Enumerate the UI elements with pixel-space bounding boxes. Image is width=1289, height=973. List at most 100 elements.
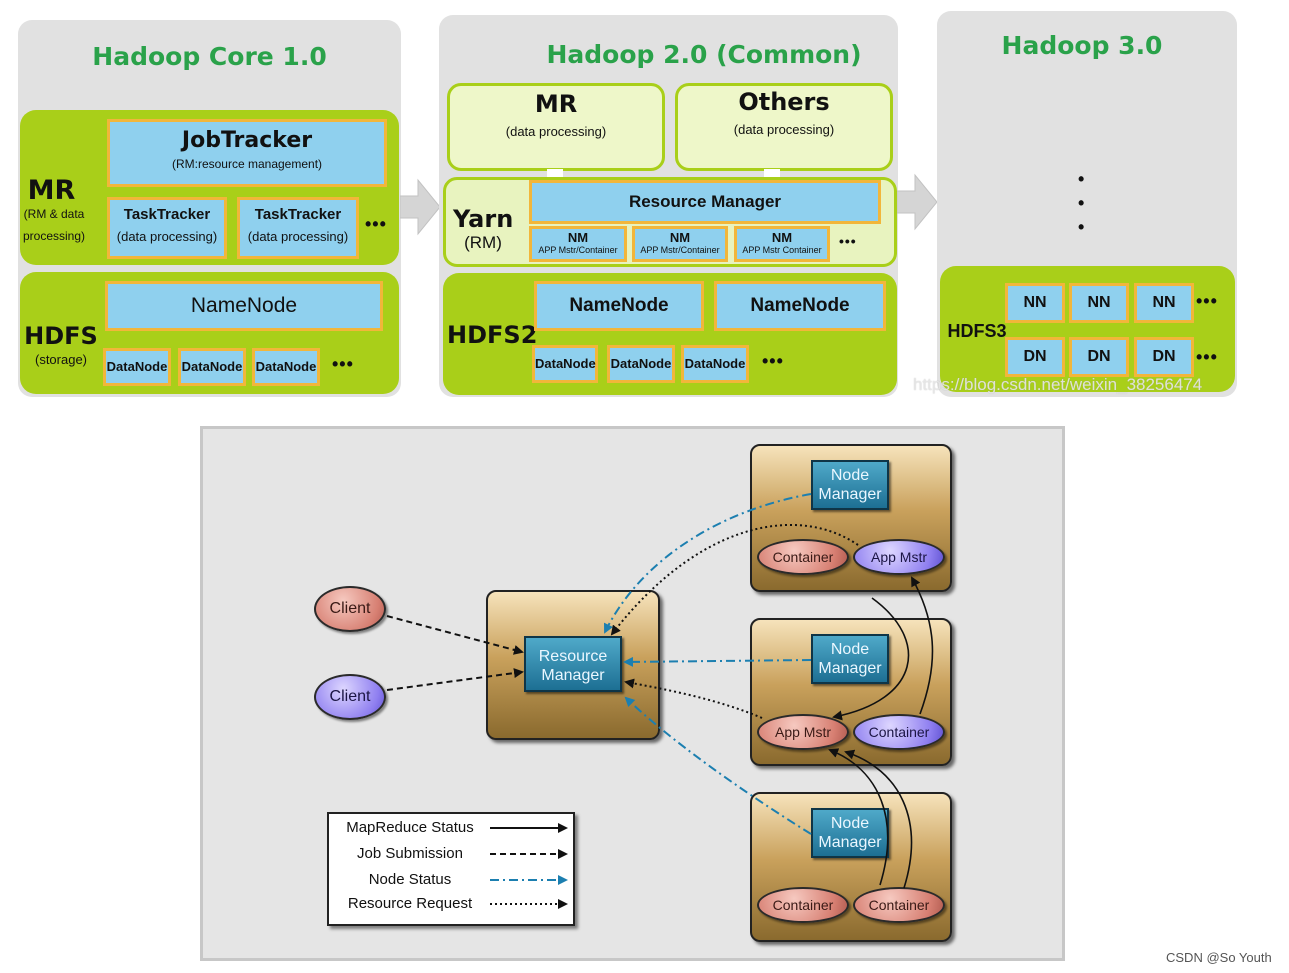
vertical-dot-3: • bbox=[1078, 217, 1086, 237]
namenode-label: NameNode bbox=[190, 294, 298, 317]
hadoop2-mr-box: MR (data processing) bbox=[447, 83, 665, 171]
job-submission-arrow bbox=[386, 668, 524, 691]
datanode-label: DataNode bbox=[610, 356, 672, 371]
app-master-label: App Mstr bbox=[774, 724, 831, 740]
resource-request-arrow bbox=[624, 678, 763, 719]
hdfs3-label: HDFS3 bbox=[947, 321, 1007, 341]
client-ellipse-2: Client bbox=[314, 674, 386, 720]
datanode-box-2: DataNode bbox=[178, 348, 246, 386]
mapreduce-status-arrow bbox=[844, 749, 913, 889]
resource-request-arrow bbox=[610, 523, 859, 636]
client-label: Client bbox=[329, 600, 371, 617]
node-status-arrow bbox=[623, 656, 812, 667]
dn-label: DN bbox=[1152, 348, 1176, 365]
node-manager-label: Node Manager bbox=[818, 641, 882, 677]
nm-box-1: NM APP Mstr/Container bbox=[529, 226, 627, 262]
resource-manager-box: Resource Manager bbox=[529, 180, 881, 224]
hdfs2-datanode-box-2: DataNode bbox=[607, 345, 675, 383]
legend-label-resource-request: Resource Request bbox=[347, 895, 473, 912]
resource-manager-label: Resource Manager bbox=[538, 648, 608, 684]
vertical-dot-1: • bbox=[1078, 169, 1086, 189]
namenode-box: NameNode bbox=[105, 281, 383, 331]
hadoop2-others-title: Others bbox=[738, 88, 830, 116]
nn-label: NN bbox=[1152, 294, 1176, 311]
hadoop2-panel: Hadoop 2.0 (Common) MR (data processing)… bbox=[439, 15, 898, 397]
connector-others bbox=[764, 169, 780, 179]
tasktracker-box-1: TaskTracker (data processing) bbox=[107, 197, 227, 259]
footer-credit: CSDN @So Youth bbox=[1166, 950, 1272, 965]
dn-label: DN bbox=[1087, 348, 1111, 365]
dn-box-2: DN bbox=[1069, 337, 1129, 377]
container-ellipse: Container bbox=[853, 887, 945, 923]
dn-box-1: DN bbox=[1005, 337, 1065, 377]
more-datanodes: ••• bbox=[762, 351, 784, 371]
legend-label-mapreduce: MapReduce Status bbox=[346, 819, 474, 836]
dn-label: DN bbox=[1023, 348, 1047, 365]
hdfs2-datanode-box-3: DataNode bbox=[681, 345, 749, 383]
hadoop3-panel: Hadoop 3.0 • • • HDFS3 NN NN NN ••• DN D… bbox=[937, 11, 1237, 397]
datanode-label: DataNode bbox=[255, 359, 317, 374]
hdfs2-datanode-box-1: DataNode bbox=[532, 345, 598, 383]
mapreduce-status-arrow bbox=[832, 597, 910, 721]
datanode-label: DataNode bbox=[535, 356, 596, 371]
nn-box-2: NN bbox=[1069, 283, 1129, 323]
container-ellipse: Container bbox=[757, 539, 849, 575]
hadoop2-mr-sub: (data processing) bbox=[505, 124, 607, 139]
yarn-sub: (RM) bbox=[464, 233, 502, 252]
tasktracker-sub: (data processing) bbox=[247, 229, 349, 244]
mapreduce-status-arrow bbox=[911, 576, 934, 715]
client-label: Client bbox=[329, 688, 371, 705]
hdfs2-label: HDFS2 bbox=[447, 321, 538, 349]
more-nms: ••• bbox=[839, 233, 857, 249]
jobtracker-box: JobTracker (RM:resource management) bbox=[107, 119, 387, 187]
container-label: Container bbox=[772, 549, 834, 565]
connector-mr bbox=[547, 169, 563, 179]
node-status-arrow bbox=[604, 493, 812, 634]
tasktracker-box-2: TaskTracker (data processing) bbox=[237, 197, 359, 259]
app-master-label: App Mstr bbox=[870, 549, 927, 565]
more-dn: ••• bbox=[1196, 347, 1218, 367]
datanode-box-3: DataNode bbox=[252, 348, 320, 386]
nm-title: NM bbox=[567, 230, 589, 245]
hadoop1-mr-label: MR bbox=[27, 175, 76, 206]
container-label: Container bbox=[868, 897, 930, 913]
nm-box-2: NM APP Mstr/Container bbox=[632, 226, 728, 262]
node-manager-label: Node Manager bbox=[818, 467, 882, 503]
more-tasktrackers: ••• bbox=[365, 214, 387, 234]
tasktracker-sub: (data processing) bbox=[116, 229, 218, 244]
hadoop2-mr-title: MR bbox=[534, 90, 578, 118]
legend-label-node-status: Node Status bbox=[368, 871, 452, 888]
nn-label: NN bbox=[1087, 294, 1111, 311]
nm-sub: APP Mstr Container bbox=[742, 245, 822, 255]
hadoop2-others-sub: (data processing) bbox=[733, 122, 835, 137]
vertical-dot-2: • bbox=[1078, 193, 1086, 213]
nn-label: NN bbox=[1023, 294, 1047, 311]
jobtracker-sub: (RM:resource management) bbox=[171, 157, 323, 171]
container-label: Container bbox=[772, 897, 834, 913]
datanode-label: DataNode bbox=[181, 359, 243, 374]
node-manager-box-1: Node Manager bbox=[811, 460, 889, 510]
hadoop2-others-box: Others (data processing) bbox=[675, 83, 893, 171]
container-ellipse: Container bbox=[757, 887, 849, 923]
dn-box-3: DN bbox=[1134, 337, 1194, 377]
nm-sub: APP Mstr/Container bbox=[538, 245, 618, 255]
hadoop1-title: Hadoop Core 1.0 bbox=[92, 42, 327, 71]
client-ellipse-1: Client bbox=[314, 586, 386, 632]
arrow-2-to-3 bbox=[897, 173, 938, 231]
hadoop1-panel: Hadoop Core 1.0 MR (RM & data processing… bbox=[18, 20, 401, 397]
hadoop1-hdfs-label: HDFS bbox=[24, 322, 98, 350]
hadoop2-title: Hadoop 2.0 (Common) bbox=[546, 40, 862, 69]
tasktracker-title: TaskTracker bbox=[254, 206, 342, 223]
more-datanodes: ••• bbox=[332, 354, 354, 374]
datanode-box-1: DataNode bbox=[103, 348, 171, 386]
node-manager-label: Node Manager bbox=[818, 815, 882, 851]
hadoop3-title: Hadoop 3.0 bbox=[1001, 31, 1163, 60]
datanode-label: DataNode bbox=[684, 356, 746, 371]
hadoop1-hdfs-sub: (storage) bbox=[34, 352, 88, 367]
job-submission-arrow bbox=[386, 615, 524, 655]
jobtracker-title: JobTracker bbox=[181, 128, 313, 153]
resource-manager-label: Resource Manager bbox=[628, 192, 782, 211]
app-master-ellipse: App Mstr bbox=[853, 539, 945, 575]
